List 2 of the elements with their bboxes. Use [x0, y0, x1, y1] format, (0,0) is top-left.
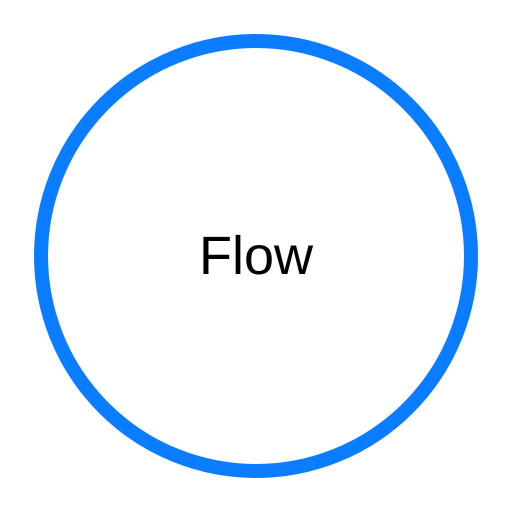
- circle-node: [34, 34, 478, 478]
- node-label: Flow: [198, 225, 313, 287]
